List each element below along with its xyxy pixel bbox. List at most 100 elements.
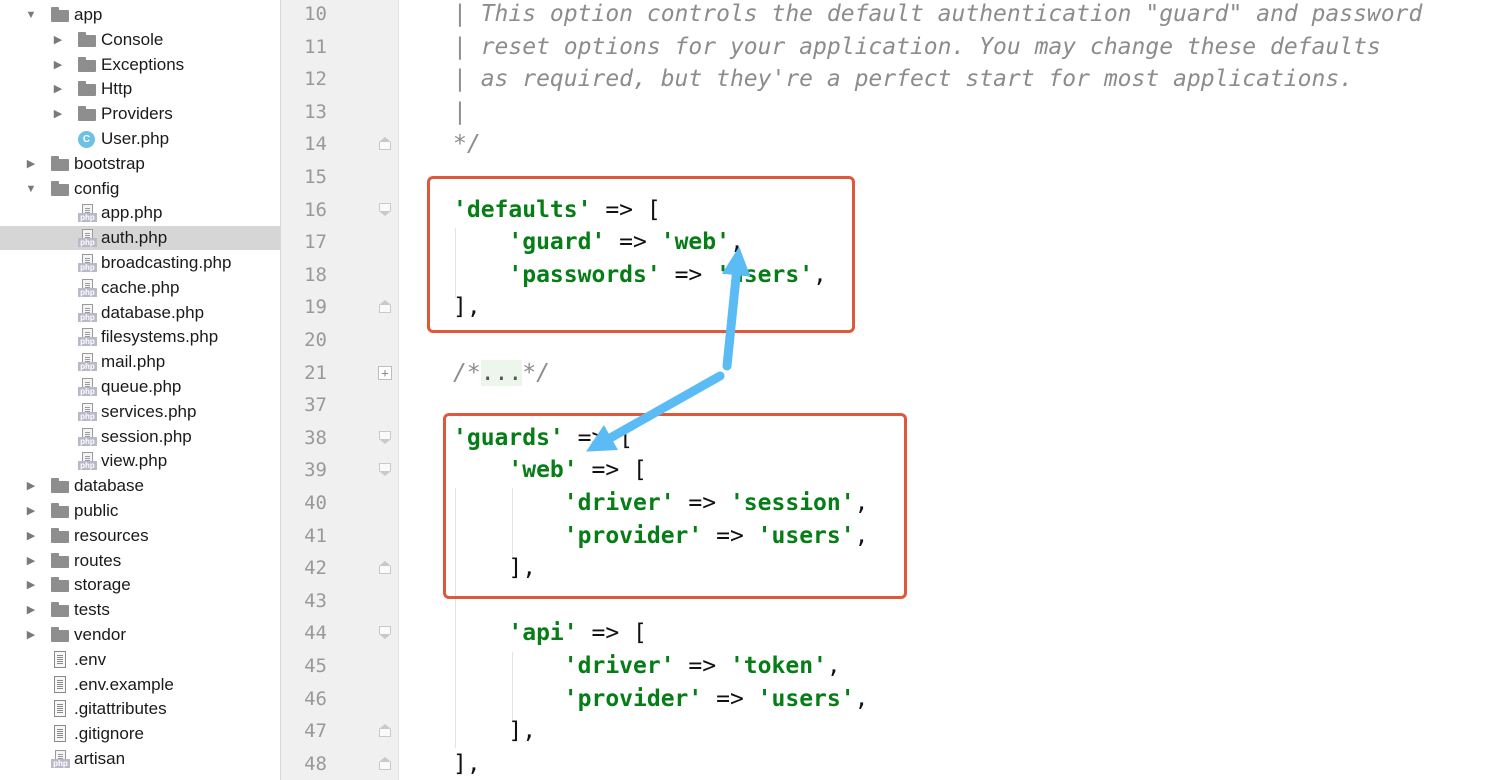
line-number: 47 bbox=[304, 720, 327, 743]
fold-start-icon[interactable] bbox=[378, 430, 392, 445]
chevron-right-icon[interactable]: ▶ bbox=[26, 480, 36, 493]
chevron-right-icon[interactable]: ▶ bbox=[53, 58, 63, 71]
tree-item-label: Providers bbox=[101, 104, 173, 124]
php-file-icon: php bbox=[78, 353, 97, 372]
chevron-right-icon[interactable]: ▶ bbox=[53, 108, 63, 121]
code-token: => bbox=[702, 685, 758, 712]
tree-item[interactable]: ▶ Exceptions bbox=[0, 53, 280, 77]
chevron-right-icon[interactable]: ▶ bbox=[26, 629, 36, 641]
tree-item[interactable]: ▶database bbox=[0, 474, 280, 498]
chevron-right-icon[interactable]: ▶ bbox=[26, 529, 36, 542]
fold-start-icon[interactable] bbox=[378, 626, 392, 640]
php-file-icon: php bbox=[78, 328, 97, 347]
text-file-icon bbox=[51, 650, 70, 669]
chevron-right-icon[interactable]: ▶ bbox=[26, 579, 36, 592]
code-line[interactable]: | bbox=[453, 96, 467, 128]
code-line[interactable]: 'defaults' => [ bbox=[453, 194, 661, 226]
code-line[interactable]: 'driver' => 'token', bbox=[453, 650, 841, 682]
code-line[interactable]: ], bbox=[453, 291, 481, 323]
code-line[interactable]: | This option controls the default authe… bbox=[453, 0, 1422, 30]
chevron-right-icon[interactable]: ▶ bbox=[26, 157, 36, 170]
tree-item[interactable]: ▶storage bbox=[0, 573, 280, 597]
string-token: 'session' bbox=[729, 490, 855, 516]
folded-code-placeholder: ... bbox=[480, 359, 523, 386]
fold-end-icon[interactable] bbox=[378, 561, 392, 575]
chevron-right-icon[interactable]: ▶ bbox=[53, 83, 63, 96]
chevron-right-icon[interactable]: ▶ bbox=[26, 554, 36, 567]
line-number: 42 bbox=[304, 557, 327, 580]
folder-icon bbox=[78, 80, 97, 98]
line-number: 43 bbox=[304, 589, 327, 612]
tree-item-label: Http bbox=[101, 79, 133, 99]
fold-start-icon[interactable] bbox=[378, 202, 392, 217]
code-editor[interactable]: | This option controls the default authe… bbox=[399, 0, 1500, 780]
tree-item[interactable]: ▶ Providers bbox=[0, 102, 280, 126]
tree-item[interactable]: ▼config bbox=[0, 177, 280, 201]
expand-fold-icon[interactable]: + bbox=[378, 365, 392, 380]
chevron-down-icon[interactable]: ▼ bbox=[25, 182, 37, 195]
string-token: 'guard' bbox=[508, 229, 606, 256]
code-token: , bbox=[813, 261, 827, 288]
php-file-icon: php bbox=[78, 278, 97, 297]
chevron-down-icon[interactable]: ▼ bbox=[25, 9, 37, 21]
tree-item[interactable]: ▶ bootstrap bbox=[0, 152, 280, 176]
code-line[interactable]: ], bbox=[453, 715, 536, 747]
tree-item[interactable]: ▶tests bbox=[0, 598, 280, 622]
code-line[interactable]: 'provider' => 'users', bbox=[453, 683, 869, 715]
fold-end-icon[interactable] bbox=[378, 300, 392, 314]
code-line[interactable]: 'provider' => 'users', bbox=[453, 520, 869, 552]
tree-item-label: bootstrap bbox=[74, 153, 145, 173]
code-line[interactable]: | as required, but they're a perfect sta… bbox=[453, 63, 1353, 95]
tree-item[interactable]: ▶ Http bbox=[0, 77, 280, 101]
code-line[interactable]: */ bbox=[453, 128, 481, 160]
code-line[interactable]: 'web' => [ bbox=[453, 454, 647, 486]
tree-item[interactable]: .gitattributes bbox=[0, 697, 280, 721]
chevron-right-icon[interactable]: ▶ bbox=[53, 33, 63, 46]
tree-item[interactable]: .env.example bbox=[0, 673, 280, 697]
string-token: 'web' bbox=[660, 229, 730, 256]
tree-item[interactable]: ▶Console bbox=[0, 28, 280, 52]
chevron-right-icon[interactable]: ▶ bbox=[26, 604, 36, 617]
tree-item[interactable]: .env bbox=[0, 648, 280, 672]
tree-item[interactable]: ▶resources bbox=[0, 524, 280, 548]
fold-end-icon[interactable] bbox=[378, 756, 392, 771]
code-line[interactable]: ], bbox=[453, 552, 536, 584]
tree-item-label: .gitattributes bbox=[74, 699, 167, 719]
tree-item[interactable]: ▶ routes bbox=[0, 549, 280, 573]
code-line[interactable]: | reset options for your application. Yo… bbox=[453, 31, 1381, 63]
fold-end-icon[interactable] bbox=[378, 137, 392, 151]
tree-item-label: routes bbox=[74, 550, 122, 570]
indent-guide bbox=[455, 488, 456, 748]
fold-start-icon[interactable] bbox=[378, 463, 392, 477]
code-line[interactable]: /*...*/ bbox=[453, 357, 550, 389]
tree-item-label: public bbox=[74, 501, 119, 520]
line-number: 12 bbox=[304, 68, 327, 91]
tree-item[interactable]: ▶ public bbox=[0, 499, 280, 523]
chevron-right-icon[interactable]: ▶ bbox=[26, 505, 36, 517]
code-line[interactable]: 'guard' => 'web', bbox=[453, 226, 743, 258]
tree-item[interactable]: ▼app bbox=[0, 3, 280, 27]
tree-item-label: database.php bbox=[101, 302, 205, 322]
fold-end-icon[interactable] bbox=[378, 724, 392, 738]
string-token: 'web' bbox=[508, 457, 578, 484]
tree-item[interactable]: .gitignore bbox=[0, 722, 280, 746]
code-line[interactable]: 'api' => [ bbox=[453, 617, 647, 649]
tree-item-label: Exceptions bbox=[101, 54, 185, 74]
code-line[interactable]: ], bbox=[453, 748, 481, 780]
tree-item[interactable]: ▶vendor bbox=[0, 623, 280, 647]
tree-item-label: app.php bbox=[101, 203, 163, 223]
code-line[interactable]: 'driver' => 'session', bbox=[453, 487, 869, 519]
